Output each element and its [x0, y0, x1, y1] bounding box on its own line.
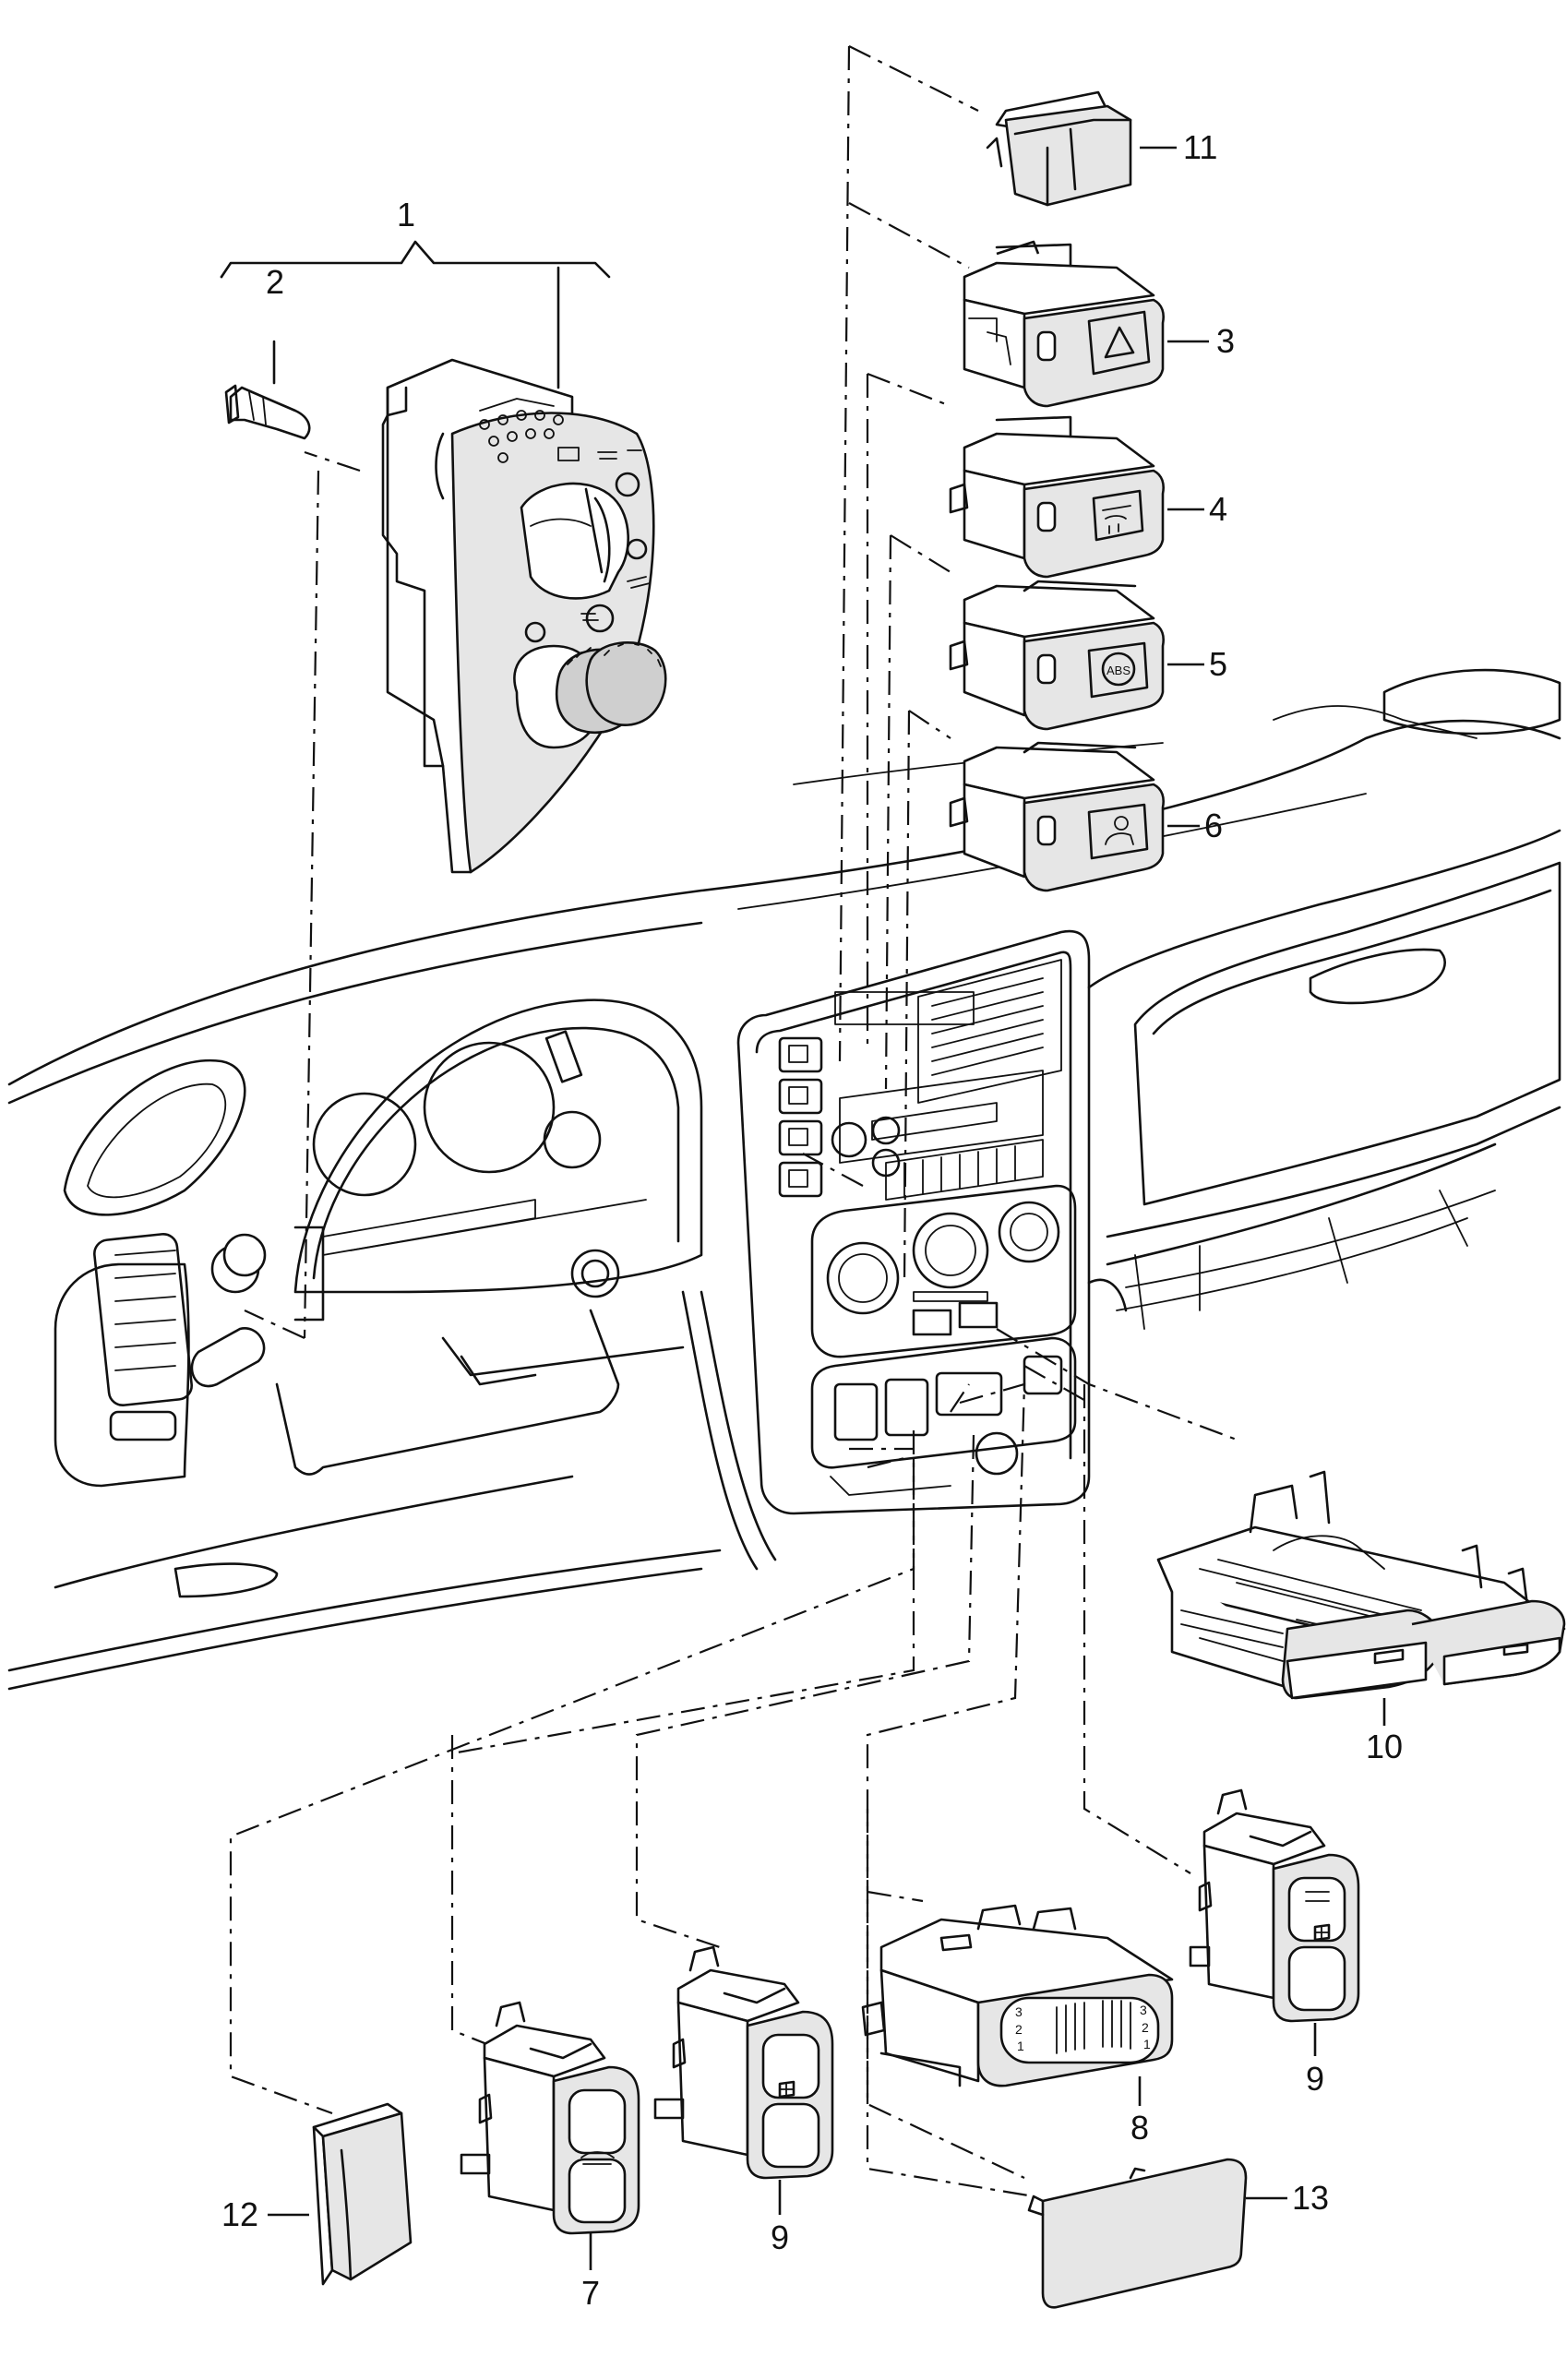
part-3-hazard-switch: [963, 240, 1165, 408]
part-13-blank-plate: [1027, 2158, 1248, 2309]
part-9-switch-right: [1189, 1788, 1360, 2023]
part-12-blank-cap: [312, 2102, 413, 2286]
callout-12: 12: [221, 2195, 258, 2233]
left-air-vent: [93, 1232, 193, 1441]
svg-text:ABS: ABS: [1106, 664, 1130, 677]
console-switch-bank: [778, 1036, 901, 1198]
part-8-dial-switch: 3 2 1 3 2 1: [861, 1904, 1174, 2087]
assembly-leader-lines: [229, 45, 1238, 2198]
bulb-part: [224, 340, 311, 440]
svg-text:1: 1: [1143, 2037, 1151, 2051]
part-11-blank-cap: [986, 90, 1132, 207]
callout-8: 8: [1130, 2109, 1149, 2147]
callout-9-middle: 9: [771, 2219, 789, 2256]
callout-1: 1: [397, 196, 415, 233]
switch-top-vents: [479, 410, 564, 463]
svg-text:3: 3: [1140, 2003, 1147, 2017]
callout-6: 6: [1204, 807, 1223, 844]
callout-10: 10: [1366, 1728, 1403, 1765]
callout-5: 5: [1209, 645, 1227, 683]
callout-2: 2: [266, 263, 284, 301]
part-7-double-switch: [460, 2001, 640, 2235]
svg-text:1: 1: [1017, 2039, 1024, 2053]
callout-3: 3: [1216, 322, 1235, 360]
dial-wheels: 3 2 1 3 2 1: [1015, 2000, 1151, 2054]
light-switch-assembly: [220, 240, 667, 874]
part-6-seat-switch: [949, 741, 1165, 892]
part-10-switch-block: [1156, 1470, 1566, 1700]
dashboard-panel: [7, 668, 1561, 1691]
callout-4: 4: [1209, 490, 1227, 528]
callout-9-right: 9: [1306, 2060, 1324, 2098]
part-4-rear-defrost-switch: [949, 415, 1165, 579]
svg-text:3: 3: [1015, 2004, 1023, 2019]
callout-leaders: [268, 146, 1386, 2270]
callout-11: 11: [1183, 128, 1217, 166]
callout-7: 7: [581, 2274, 600, 2312]
callout-13: 13: [1292, 2179, 1329, 2217]
part-5-abs-switch: ABS: [949, 580, 1165, 731]
part-9-switch-middle: [653, 1945, 834, 2180]
svg-text:2: 2: [1015, 2022, 1023, 2037]
svg-text:2: 2: [1142, 2020, 1149, 2035]
